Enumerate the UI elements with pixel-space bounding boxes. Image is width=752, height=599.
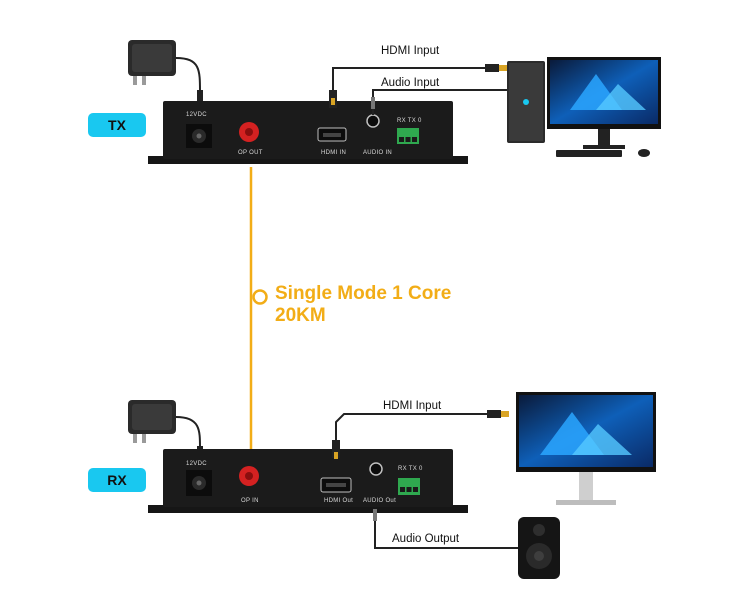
tx-hdmi-input-label: HDMI Input bbox=[381, 45, 440, 57]
rx-hdmi-input-label: HDMI Input bbox=[383, 400, 442, 412]
rx-power-port-label: 12VDC bbox=[186, 461, 207, 467]
tx-tag: TX bbox=[88, 113, 146, 137]
tx-audio-input-label: Audio Input bbox=[381, 77, 440, 89]
tx-audio-port-label: AUDIO IN bbox=[363, 150, 393, 156]
tx-op-port-label: OP OUT bbox=[238, 150, 263, 156]
rx-op-port-label: OP IN bbox=[241, 498, 259, 504]
speaker-icon bbox=[518, 517, 560, 579]
tx-power-port-label: 12VDC bbox=[186, 112, 207, 118]
rx-hdmi-port-label: HDMI Out bbox=[324, 498, 354, 504]
fiber-spec-label: Single Mode 1 Core 20KM bbox=[275, 283, 451, 327]
tx-hdmi-port-label: HDMI IN bbox=[321, 150, 347, 156]
mouse-icon bbox=[638, 149, 650, 157]
tx-power-adapter-icon bbox=[128, 40, 203, 104]
rx-tag: RX bbox=[88, 468, 146, 492]
rx-audio-output-label: Audio Output bbox=[392, 533, 460, 545]
keyboard-icon bbox=[556, 150, 622, 157]
tx-device bbox=[148, 101, 468, 164]
rx-hdmi-cable bbox=[335, 413, 500, 453]
rx-rs232-port-label: RX TX 0 bbox=[398, 466, 423, 472]
rx-audio-port-label: AUDIO Out bbox=[363, 498, 397, 504]
fiber-spec-line2: 20KM bbox=[275, 305, 326, 326]
tx-rs232-port-label: RX TX 0 bbox=[397, 118, 422, 124]
tx-monitor-icon bbox=[547, 57, 661, 149]
fiber-marker bbox=[252, 289, 268, 305]
rx-audio-cable bbox=[374, 512, 520, 549]
rx-device bbox=[148, 449, 468, 513]
fiber-spec-line1: Single Mode 1 Core bbox=[275, 283, 452, 304]
rx-power-adapter-icon bbox=[128, 400, 203, 460]
rx-monitor-icon bbox=[516, 392, 656, 505]
desktop-pc-icon bbox=[507, 61, 545, 143]
